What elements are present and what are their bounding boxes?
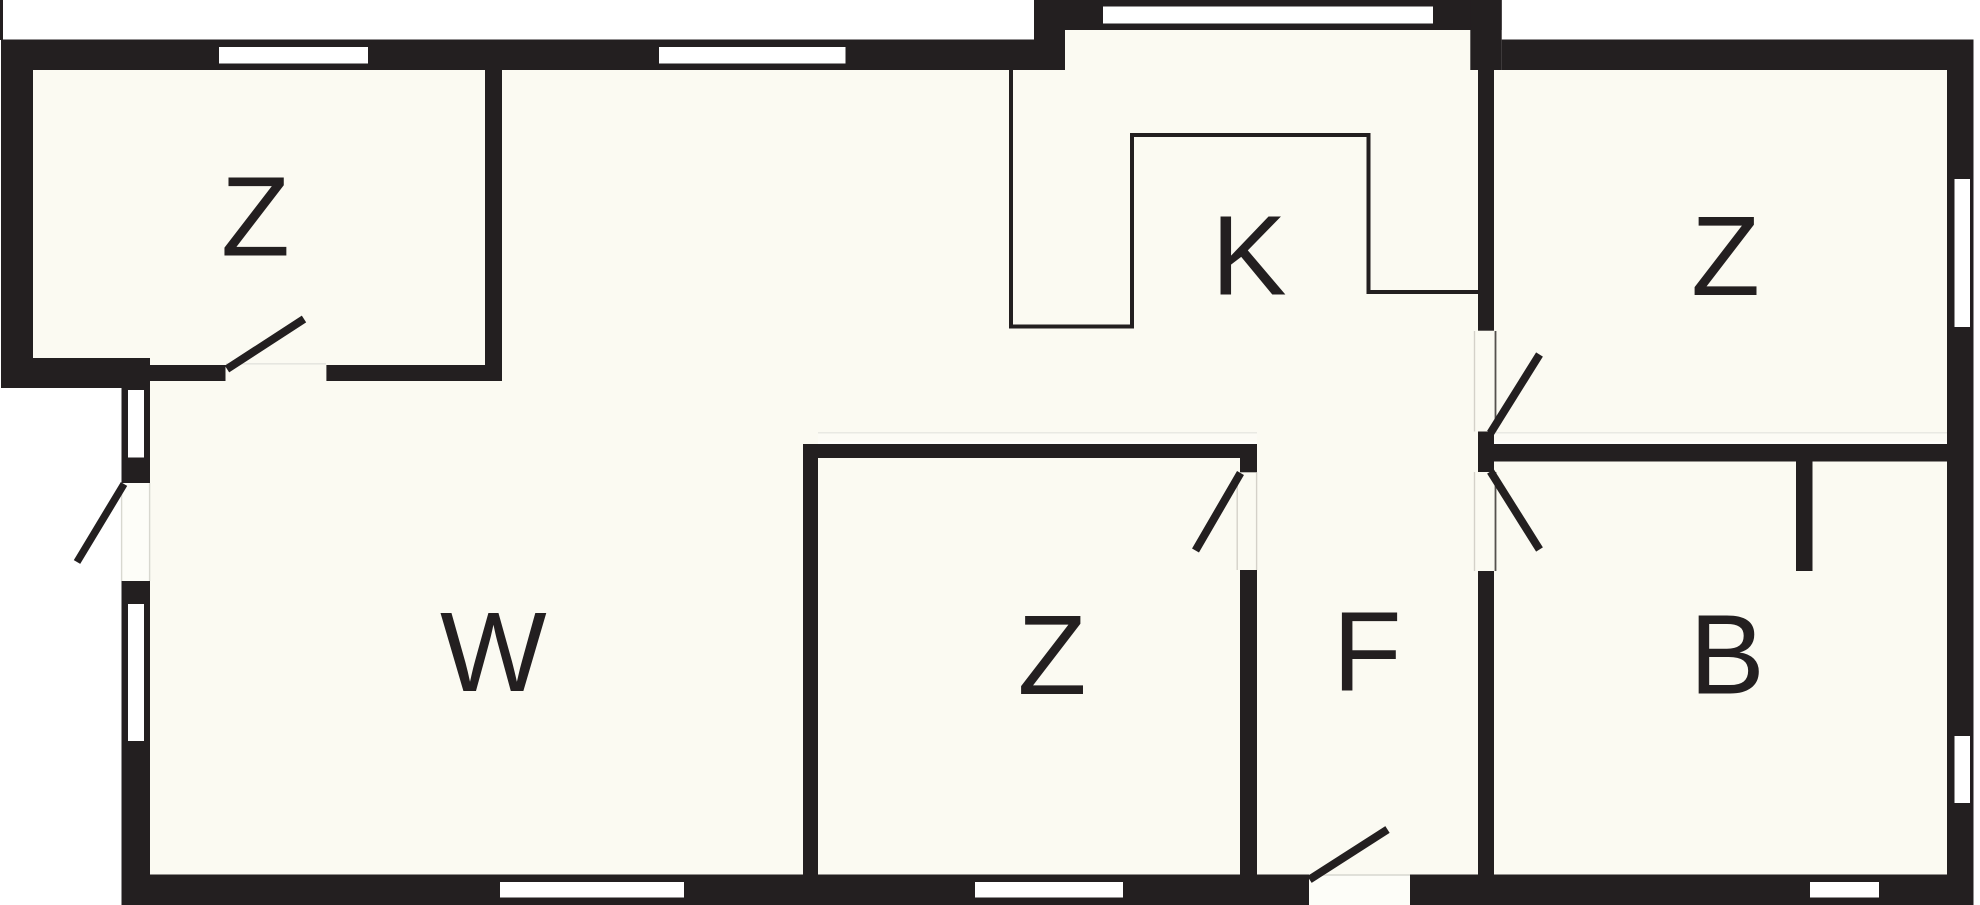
- svg-text:Z: Z: [1017, 592, 1086, 718]
- svg-text:B: B: [1689, 592, 1764, 718]
- svg-text:F: F: [1333, 588, 1402, 714]
- svg-text:W: W: [440, 589, 547, 715]
- svg-text:K: K: [1211, 193, 1286, 319]
- svg-text:Z: Z: [221, 154, 290, 280]
- svg-text:Z: Z: [1691, 193, 1760, 319]
